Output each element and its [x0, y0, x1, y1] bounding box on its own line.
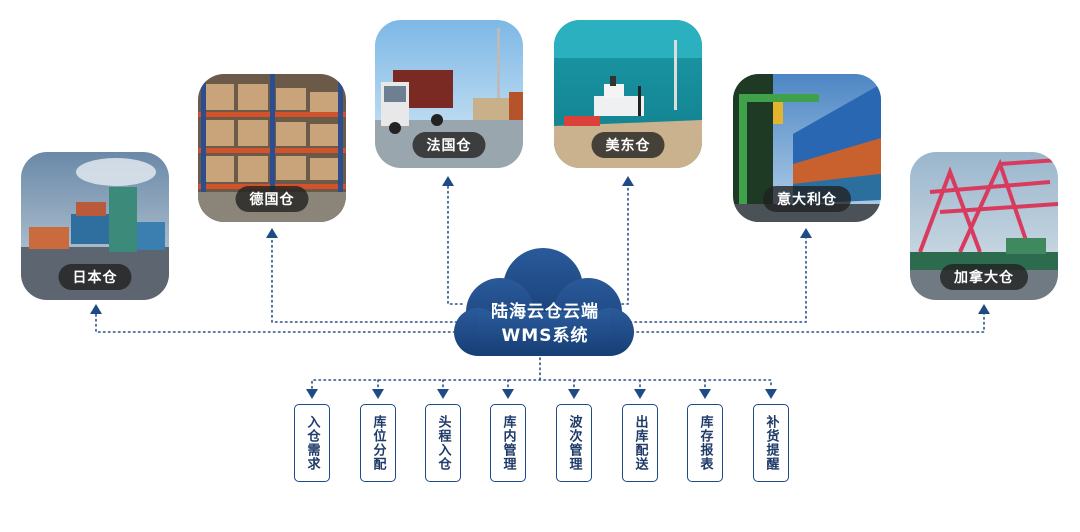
module-box-outbound-delivery[interactable]: 出库配送	[622, 404, 658, 482]
warehouse-label-canada: 加拿大仓	[940, 264, 1028, 290]
warehouse-label-italy: 意大利仓	[763, 186, 851, 212]
hub-title: 陆海云仓云端 WMS系统	[460, 300, 630, 348]
arrow-japan	[90, 304, 102, 314]
warehouse-label-germany: 德国仓	[235, 186, 309, 212]
warehouse-label-japan: 日本仓	[58, 264, 132, 290]
warehouse-label-france: 法国仓	[412, 132, 486, 158]
warehouse-card-useast[interactable]: 美东仓	[554, 20, 702, 168]
container-crane-photo-icon	[733, 74, 881, 222]
module-box-location-allocation[interactable]: 库位分配	[360, 404, 396, 482]
arrow-france	[442, 176, 454, 186]
connector-canada	[621, 311, 985, 333]
module-label: 库位分配	[370, 415, 386, 471]
module-label: 库存报表	[697, 415, 713, 471]
connector-france	[447, 183, 463, 305]
warehouse-label-useast: 美东仓	[591, 132, 665, 158]
module-box-first-leg-inbound[interactable]: 头程入仓	[425, 404, 461, 482]
warehouse-card-japan[interactable]: 日本仓	[21, 152, 169, 300]
arrow-germany	[266, 228, 278, 238]
warehouse-card-france[interactable]: 法国仓	[375, 20, 523, 168]
module-box-in-warehouse-management[interactable]: 库内管理	[490, 404, 526, 482]
arrow-useast	[622, 176, 634, 186]
container-yard-photo-icon	[21, 152, 169, 300]
module-box-wave-management[interactable]: 波次管理	[556, 404, 592, 482]
module-box-inbound-request[interactable]: 入仓需求	[294, 404, 330, 482]
warehouse-card-italy[interactable]: 意大利仓	[733, 74, 881, 222]
connector-modules-bus	[311, 379, 772, 389]
module-label: 补货提醒	[763, 415, 779, 471]
cloud-icon	[454, 248, 634, 356]
connector-japan	[95, 311, 461, 333]
arrow-italy	[800, 228, 812, 238]
truck-yard-photo-icon	[375, 20, 523, 168]
module-box-replenishment-reminder[interactable]: 补货提醒	[753, 404, 789, 482]
hub-title-line2: WMS系统	[501, 326, 589, 346]
module-label: 头程入仓	[435, 415, 451, 471]
module-label: 波次管理	[566, 415, 582, 471]
module-label: 出库配送	[632, 415, 648, 471]
warehouse-card-germany[interactable]: 德国仓	[198, 74, 346, 222]
warehouse-card-canada[interactable]: 加拿大仓	[910, 152, 1058, 300]
hub-title-line1: 陆海云仓云端	[491, 302, 599, 322]
connector-italy	[619, 235, 807, 323]
module-box-inventory-report[interactable]: 库存报表	[687, 404, 723, 482]
arrow-canada	[978, 304, 990, 314]
connector-germany	[271, 235, 463, 323]
module-label: 库内管理	[500, 415, 516, 471]
connector-useast	[611, 183, 629, 305]
module-label: 入仓需求	[304, 415, 320, 471]
